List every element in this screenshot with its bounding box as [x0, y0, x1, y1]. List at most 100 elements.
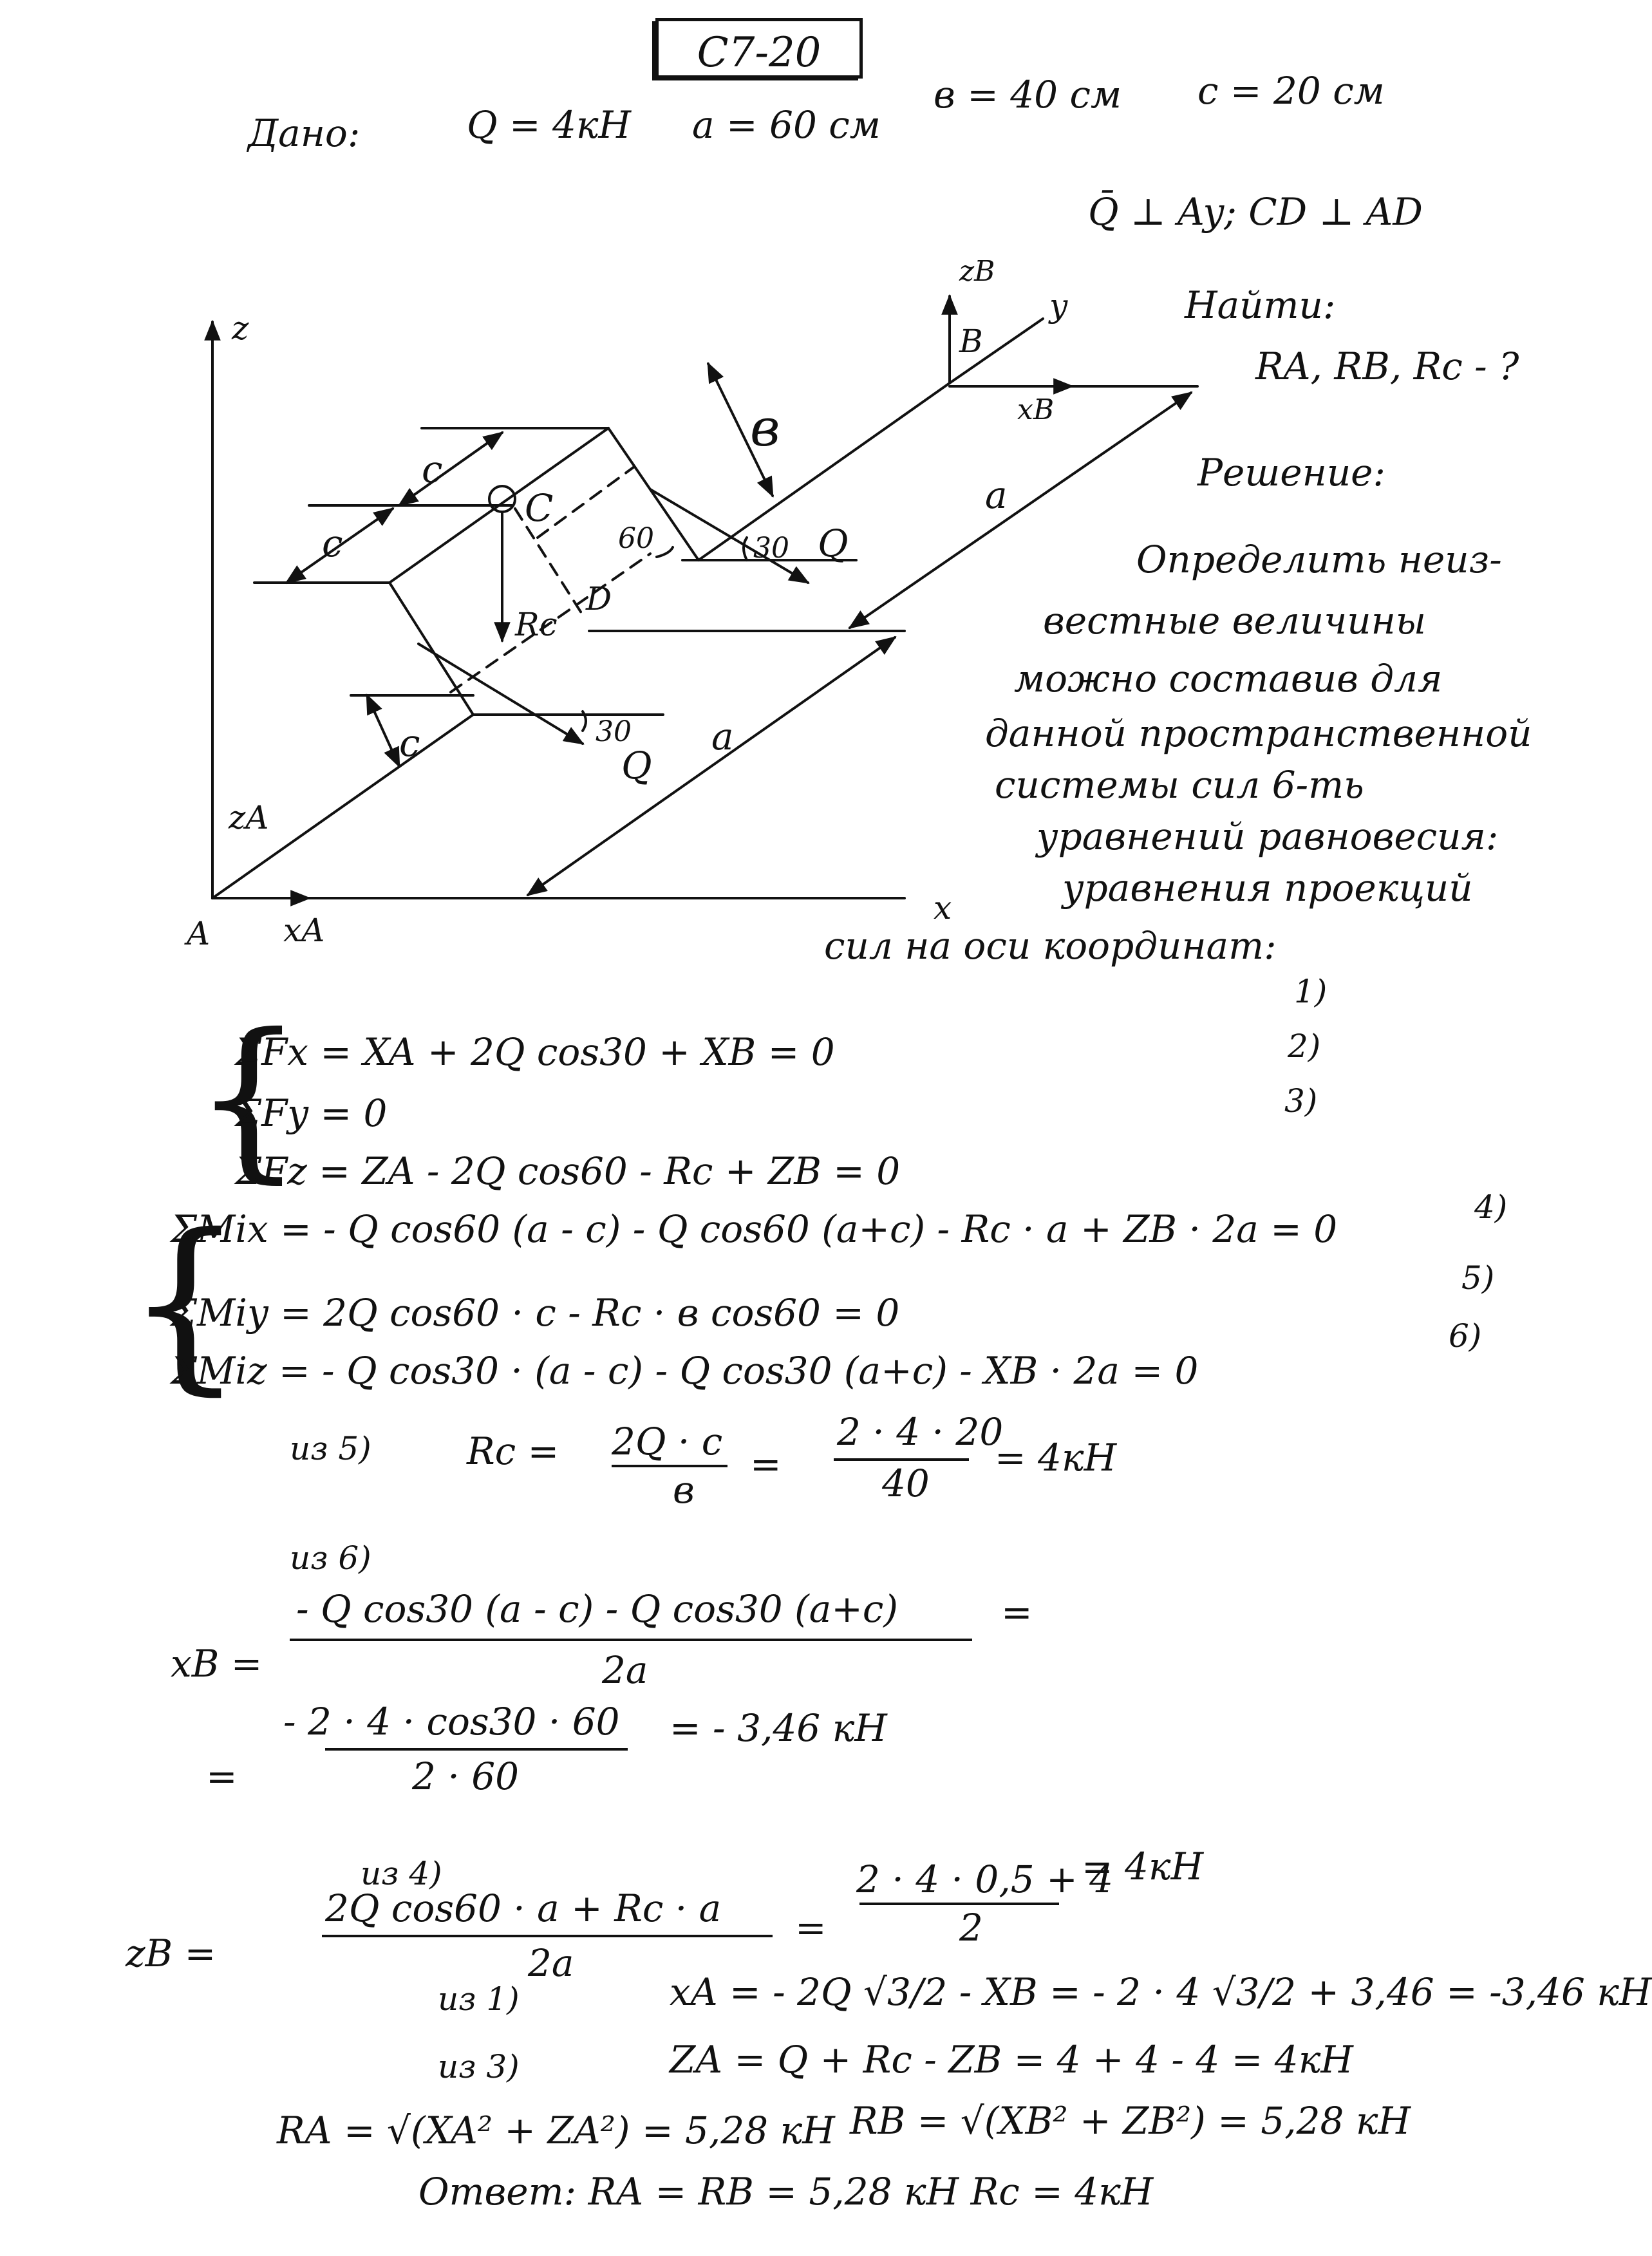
given-label: Дано: [248, 111, 361, 155]
label-y: y [1049, 287, 1068, 324]
xb-result: = - 3,46 кН [670, 1706, 887, 1750]
answer: Ответ: RA = RB = 5,28 кН Rc = 4кН [418, 2170, 1154, 2214]
rc-denominator-values: 40 [882, 1462, 930, 1505]
moment-eq-x: ΣMix = - Q cos60 (a - c) - Q cos60 (a+c)… [171, 1207, 1338, 1251]
rc-numerator: 2Q · c [612, 1420, 723, 1463]
xb-numerator-values: - 2 · 4 · cos30 · 60 [283, 1700, 620, 1744]
label-x: x [934, 889, 952, 926]
diagonal-AB [211, 713, 474, 899]
zb-values-fraction-bar [859, 1903, 1059, 1905]
label-xA: xA [283, 912, 325, 949]
dim-c-mid [285, 507, 395, 584]
label-angle-30-low: 30 [596, 715, 632, 748]
label-Q-low: Q [621, 744, 652, 787]
zb-fraction-bar [322, 1935, 773, 1937]
rc-equals: = [750, 1442, 782, 1486]
za-line: ZA = Q + Rc - ZB = 4 + 4 - 4 = 4кН [670, 2038, 1353, 2082]
from-6-label: из 6) [290, 1539, 371, 1577]
from-4-label: из 4) [361, 1855, 442, 1892]
ra-line: RA = √(XA² + ZA²) = 5,28 кН [277, 2109, 835, 2152]
solution-line-8: сил на оси координат: [824, 924, 1277, 968]
solution-heading: Решение: [1197, 451, 1386, 494]
xb-equals-2: = [206, 1754, 238, 1798]
label-Q-top: Q [818, 522, 849, 565]
rc-result: = 4кН [995, 1436, 1117, 1480]
zb-lhs: zB = [126, 1932, 216, 1975]
given-b: в = 40 см [934, 73, 1122, 117]
label-a-low: a [711, 715, 734, 758]
given-c: c = 20 см [1197, 69, 1385, 113]
page-title: C7-20 [697, 29, 821, 77]
given-a: a = 60 см [692, 103, 881, 147]
solution-line-3: можно составив для [1014, 657, 1443, 700]
moment-eq-y: ΣMiy = 2Q cos60 · c - Rc · в cos60 = 0 [171, 1291, 900, 1335]
label-D: D [586, 580, 612, 617]
rc-fraction-bar [612, 1465, 727, 1467]
xa-line: xA = - 2Q √3/2 - XB = - 2 · 4 √3/2 + 3,4… [670, 1970, 1652, 2014]
brace-moments: { [126, 1195, 245, 1412]
rc-numerator-values: 2 · 4 · 20 [837, 1410, 1004, 1454]
label-zB: zB [959, 255, 995, 288]
solution-line-7: уравнения проекций [1062, 866, 1473, 910]
zb-equals: = [795, 1906, 827, 1950]
label-c-top: c [422, 447, 443, 491]
Q-top-arrow [649, 488, 810, 584]
brace-projections: { [193, 996, 304, 1199]
find-label: Найти: [1185, 283, 1336, 327]
projection-eq-3: ΣFz = ZA - 2Q cos60 - Rc + ZB = 0 [235, 1149, 901, 1193]
solution-line-4: данной пространственной [985, 711, 1532, 755]
label-angle-60: 60 [618, 522, 654, 555]
given-conditions: Q̄ ⊥ Ay; CD ⊥ AD [1088, 190, 1423, 234]
label-zA: zA [229, 799, 269, 836]
rc-lhs: Rc = [467, 1429, 559, 1473]
xb-lhs: xB = [171, 1642, 263, 1686]
solution-line-1: Определить неиз- [1136, 538, 1502, 581]
dim-b [707, 362, 774, 498]
title-box: C7-20 [655, 18, 863, 79]
xb-denominator-values: 2 · 60 [412, 1754, 520, 1798]
xb-denominator: 2a [602, 1648, 648, 1692]
xb-fraction-bar [290, 1639, 972, 1641]
from-5-label: из 5) [290, 1430, 371, 1467]
label-b: в [750, 398, 780, 458]
find-targets: RA, RB, Rc - ? [1255, 344, 1519, 388]
projection-eq-1: ΣFx = XA + 2Q cos30 + XB = 0 [235, 1030, 835, 1074]
zb-result: = 4кН [1082, 1845, 1204, 1888]
eq-number-6: 6) [1449, 1317, 1482, 1355]
dim-a-top [848, 391, 1193, 629]
solution-line-6: уравнений равновесия: [1037, 814, 1499, 858]
zb-numerator: 2Q cos60 · a + Rc · a [325, 1886, 722, 1930]
xb-equals: = [1001, 1590, 1033, 1634]
Q-low-arrow [417, 643, 585, 745]
label-a-top: a [985, 473, 1008, 517]
zb-denominator-values: 2 [959, 1906, 983, 1950]
eq-number-4: 4) [1474, 1189, 1508, 1226]
projection-eq-2: ΣFy = 0 [235, 1091, 388, 1135]
solution-line-5: системы сил 6-ть [995, 763, 1364, 807]
xb-values-fraction-bar [325, 1748, 628, 1751]
rc-values-fraction-bar [834, 1458, 969, 1461]
dim-c-top [397, 431, 504, 507]
label-B: B [959, 323, 983, 360]
from-3-label: из 3) [438, 2048, 520, 2085]
eq-number-2: 2) [1288, 1028, 1321, 1065]
label-xB: xB [1017, 393, 1055, 426]
from-1-label: из 1) [438, 1980, 520, 2018]
plate-edge [607, 427, 700, 561]
label-z: z [232, 310, 249, 347]
rc-denominator: в [673, 1468, 695, 1512]
zb-numerator-values: 2 · 4 · 0,5 + 4 [856, 1857, 1114, 1901]
y-axis [948, 317, 1044, 384]
label-A: A [187, 915, 211, 952]
eq-number-3: 3) [1284, 1082, 1318, 1120]
eq-number-1: 1) [1294, 973, 1328, 1010]
eq-number-5: 5) [1461, 1259, 1495, 1297]
point-C [488, 485, 516, 513]
given-Q: Q = 4кН [467, 103, 632, 147]
label-c-mid: c [322, 522, 343, 565]
label-c-low: c [399, 721, 420, 765]
dim-c-low [366, 693, 400, 768]
dim-a-low [526, 636, 897, 896]
moment-eq-z: ΣMiz = - Q cos30 · (a - c) - Q cos30 (a+… [171, 1349, 1199, 1393]
label-Rc: Rc [515, 606, 558, 643]
